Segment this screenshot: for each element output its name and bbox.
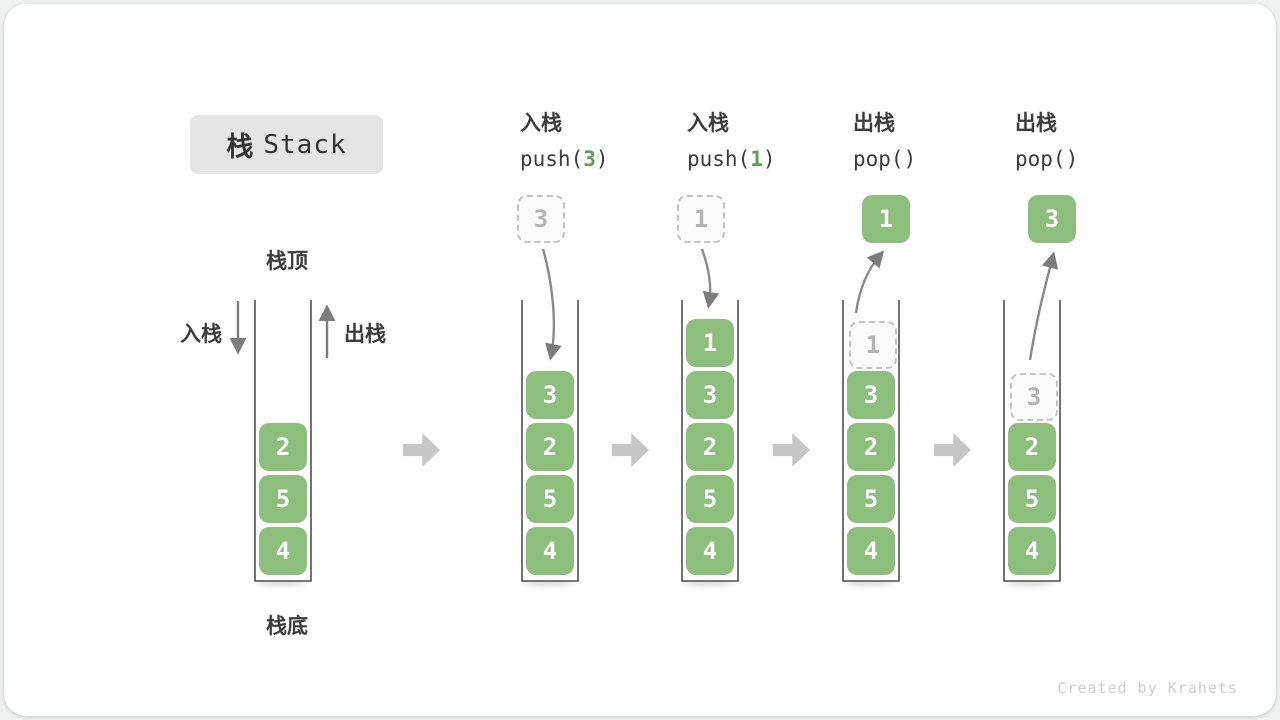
stack2-cell: 3 [526,371,574,419]
title-en: Stack [263,129,347,160]
push-3-arrow [541,248,562,361]
pop-1-arrow [854,250,885,314]
push-1-arrow [700,248,720,309]
stack1-cell: 5 [259,475,307,523]
stack4-ghost-cell: 1 [849,321,897,369]
stack-bottom-label: 栈底 [266,615,308,638]
stack4-cell: 4 [847,527,895,575]
stack2-cell: 4 [526,527,574,575]
stack3-cell: 2 [686,423,734,471]
stack3-cell: 1 [686,319,734,367]
stack5-cell: 2 [1008,423,1056,471]
operation-pop-2: 出栈 pop() [1015,111,1185,172]
operation-code: pop() [1015,147,1079,172]
stack1-cell: 4 [259,527,307,575]
push-side-label: 入栈 [180,323,222,346]
stack3-cell: 3 [686,371,734,419]
stack-shadow [256,577,306,581]
stack1-cell: 2 [259,423,307,471]
stack-shadow [683,577,733,581]
stack3-incoming-box: 1 [677,195,725,243]
pop-3-arrow [1028,251,1059,361]
watermark: Created by Krahets [1057,679,1238,697]
transition-arrow-icon [403,433,440,467]
transition-arrow-icon [934,433,971,467]
stack2-cell: 2 [526,423,574,471]
stack-shadow [844,577,894,581]
title-zh: 栈 [226,132,254,162]
stack2-cell: 5 [526,475,574,523]
diagram-card: 栈 Stack 入栈 push(3) 入栈 push(1) 出栈 pop() 出… [4,4,1276,716]
operation-code: pop() [853,147,917,172]
stack5-cell: 5 [1008,475,1056,523]
stack4-cell: 2 [847,423,895,471]
operation-push-1: 入栈 push(1) [687,111,857,172]
title-badge: 栈 Stack [190,115,383,174]
operation-pop-1: 出栈 pop() [853,111,1023,172]
stack-shadow [523,577,573,581]
stack2-incoming-box: 3 [517,195,565,243]
stack-shadow [1005,577,1055,581]
stack5-outgoing-box: 3 [1028,195,1076,243]
pop-side-label: 出栈 [344,323,386,346]
operation-label: 出栈 [853,112,895,135]
transition-arrow-icon [612,433,649,467]
stack4-cell: 3 [847,371,895,419]
operation-code: push(1) [687,147,776,172]
stack4-outgoing-box: 1 [862,195,910,243]
transition-arrow-icon [773,433,810,467]
stack3-cell: 4 [686,527,734,575]
operation-label: 入栈 [520,112,562,135]
operation-push-3: 入栈 push(3) [520,111,690,172]
stack5-cell: 4 [1008,527,1056,575]
stack3-cell: 5 [686,475,734,523]
stack5-ghost-cell: 3 [1010,373,1058,421]
operation-label: 出栈 [1015,112,1057,135]
operation-code: push(3) [520,147,609,172]
stack4-cell: 5 [847,475,895,523]
operation-label: 入栈 [687,112,729,135]
stack-top-label: 栈顶 [266,250,308,273]
